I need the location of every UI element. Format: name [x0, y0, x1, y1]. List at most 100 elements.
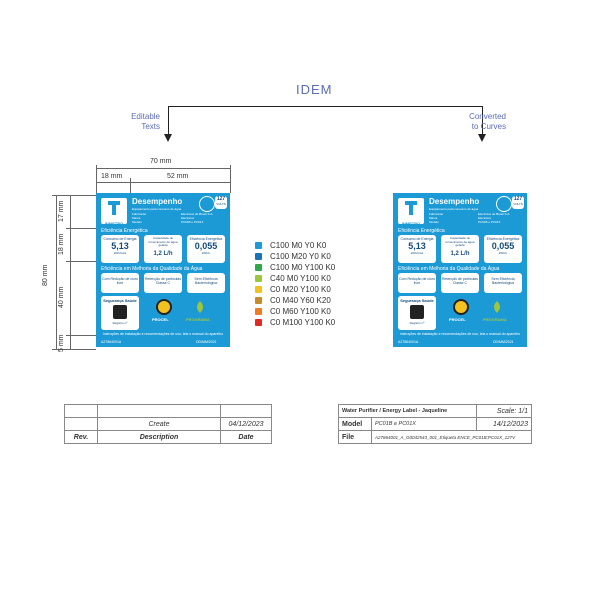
inmetro-text-curves: INMETRO: [401, 221, 421, 226]
label-title: Desempenho: [132, 197, 183, 206]
metric-efficiency-label: Eficiência Energética: [189, 237, 223, 241]
legend-item: C0 M60 Y100 K0: [255, 306, 335, 317]
metric-energy-value: 5,13: [408, 241, 426, 251]
dim-tick-a: [96, 165, 97, 193]
note-right: Converted to Curves: [458, 112, 506, 132]
volts-unit: VOLTS: [513, 202, 523, 206]
dim-row-tick-1: [66, 228, 96, 229]
dim-row-3: 40 mm: [58, 286, 65, 308]
info-marca-value: Electrolux: [478, 216, 492, 220]
label-footer-left: A27864001A: [398, 340, 419, 344]
dim-row-1: 17 mm: [58, 200, 65, 222]
info-modelo-value: PC01B e PC01X: [181, 220, 204, 224]
metric-capacity-value: 1,2 L/h: [153, 250, 173, 257]
quality-particulas-curves: Retenção de partículas Classe C: [441, 273, 479, 293]
label-footer-note: Instruções de instalação e recomendações…: [102, 332, 224, 336]
note-right-line2: to Curves: [471, 122, 506, 131]
safety-reg: Registro nº: [112, 321, 128, 325]
gear-icon: [496, 196, 512, 212]
info-fabricante: Fabricante: [132, 212, 147, 216]
dim-row-tick-4: [52, 349, 96, 350]
procel-logo-icon: [156, 299, 172, 315]
label-info: Fabricante Marca Modelo: [132, 212, 146, 224]
inmetro-text: INMETRO: [104, 221, 124, 226]
gear-icon: [199, 196, 215, 212]
metric-efficiency-curves: Eficiência Energética 0,055 kWh/L: [484, 235, 522, 263]
dim-row-tick-3: [66, 335, 96, 336]
bracket-line: [168, 106, 483, 107]
inmetro-seal-icon: [410, 305, 424, 319]
volts-value: 127: [513, 196, 523, 202]
note-left-line2: Texts: [141, 122, 160, 131]
info-modelo: Modelo: [429, 220, 439, 224]
label-subtitle: Equipamento para consumo de água: [132, 207, 182, 211]
legend-item: C40 M0 Y100 K0: [255, 273, 335, 284]
arrow-down-right-icon: [478, 134, 486, 142]
metric-capacity-label: Capacidade de fornecimento de água gelad…: [445, 236, 475, 247]
legend-item: C100 M0 Y0 K0: [255, 240, 335, 251]
energy-section-title-curves: Eficiência Energética: [398, 228, 445, 234]
energy-label-curves: INMETRO Desempenho Equipamento para cons…: [393, 193, 527, 347]
model-date: 14/12/2023: [475, 417, 533, 431]
volts-badge: 127 VOLTS: [215, 196, 227, 209]
metric-energy-curves: Consumo de Energia 5,13 kWh/mês: [398, 235, 436, 263]
label-footer-left: A27864001A: [101, 340, 122, 344]
dim-row-tick-2: [66, 261, 96, 262]
legend-item: C100 M20 Y0 K0: [255, 251, 335, 262]
volts-badge-curves: 127 VOLTS: [512, 196, 524, 209]
dim-tick-b: [130, 178, 131, 193]
bracket-left: [168, 106, 169, 136]
metric-efficiency: Eficiência Energética 0,055 kWh/L: [187, 235, 225, 263]
quality-bacteriologica-text: Sem Eficiência Bacteriológica: [491, 277, 515, 285]
safety-reg: Registro nº: [409, 321, 425, 325]
procel-text: PROCEL: [449, 317, 466, 322]
dim-col2: 52 mm: [167, 173, 189, 180]
dim-rows-line: [70, 195, 71, 349]
metric-capacity-value: 1,2 L/h: [450, 250, 470, 257]
volts-value: 127: [216, 196, 226, 202]
quality-bacteriologica: Sem Eficiência Bacteriológica: [187, 273, 225, 293]
bracket-right: [482, 106, 483, 136]
info-fabricante: Fabricante: [429, 212, 444, 216]
legend-text: C40 M0 Y100 K0: [270, 274, 331, 283]
water-section-title: Eficiência em Melhoria da Qualidade da Á…: [101, 266, 203, 272]
metric-efficiency-unit: kWh/L: [201, 251, 211, 255]
label-subtitle-curves: Equipamento para consumo de água: [429, 207, 479, 211]
legend-text: C0 M100 Y100 K0: [270, 318, 336, 327]
metric-energy-label: Consumo de Energia: [400, 237, 434, 241]
metric-energy-unit: kWh/mês: [410, 251, 424, 255]
volts-unit: VOLTS: [216, 202, 226, 206]
label-info-right-curves: Electrolux do Brasil S.A. Electrolux PC0…: [478, 212, 510, 224]
arrow-down-left-icon: [164, 134, 172, 142]
metric-capacity-curves: Capacidade de fornecimento de água gelad…: [441, 235, 479, 263]
procel-text: PROCEL: [152, 317, 169, 322]
metric-capacity-label: Capacidade de fornecimento de água gelad…: [148, 236, 178, 247]
info-title: Water Purifier / Energy Label - Jaquelin…: [338, 404, 477, 418]
legend-swatch: [255, 242, 262, 249]
legend-item: C0 M100 Y100 K0: [255, 317, 335, 328]
dim-col-line: [96, 182, 230, 183]
quality-bacteriologica-curves: Sem Eficiência Bacteriológica: [484, 273, 522, 293]
file-label: File: [338, 430, 372, 444]
info-fabricante-value: Electrolux do Brasil S.A.: [478, 212, 511, 216]
dim-width-line: [96, 168, 230, 169]
dim-row-2: 18 mm: [58, 233, 65, 255]
quality-cloro-text: Com Redução de cloro livre: [399, 277, 435, 285]
inmetro-logo: INMETRO: [101, 198, 127, 226]
header-date: Date: [220, 430, 272, 444]
dim-tick-c: [230, 165, 231, 193]
legend-item: C0 M20 Y100 K0: [255, 284, 335, 295]
legend-text: C0 M60 Y100 K0: [270, 307, 331, 316]
rev-date: 04/12/2023: [220, 417, 272, 431]
note-right-line1: Converted: [469, 112, 506, 121]
idem-title: IDEM: [296, 82, 333, 97]
metric-efficiency-unit: kWh/L: [498, 251, 508, 255]
legend-swatch: [255, 275, 262, 282]
legend-text: C0 M40 Y60 K20: [270, 296, 331, 305]
energy-section-title: Eficiência Energética: [101, 228, 148, 234]
safety-box-curves: Segurança Saúde Registro nº: [398, 296, 436, 330]
programa-logo-icon: [488, 299, 506, 315]
dim-total-height: 80 mm: [42, 264, 49, 286]
note-left-line1: Editable: [131, 112, 160, 121]
